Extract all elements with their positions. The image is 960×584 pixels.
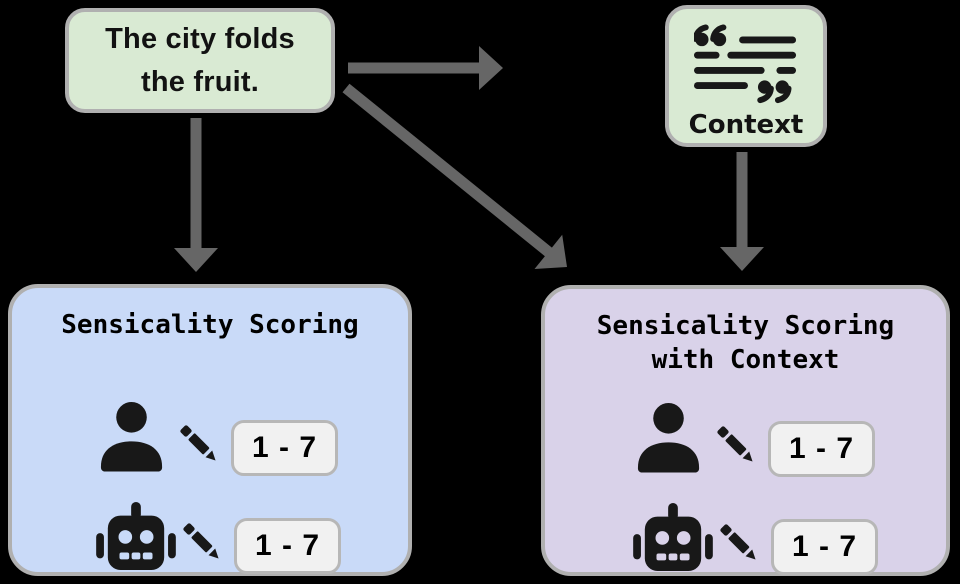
- sensicality-scoring-with-context-panel: Sensicality Scoring with Context 1 - 7: [541, 285, 950, 576]
- quote-text-icon: [694, 24, 797, 104]
- human-rating-row: 1 - 7: [633, 397, 875, 477]
- arrow-sentence-to-scoring: [174, 118, 218, 272]
- arrow-sentence-to-scoring-with-context: [342, 83, 567, 269]
- sentence-text-line1: The city folds: [105, 22, 295, 55]
- panel-title-line1: Sensicality Scoring: [596, 311, 895, 341]
- text-lines: [694, 36, 797, 90]
- person-icon: [100, 402, 163, 472]
- human-rating-row: 1 - 7: [96, 396, 338, 476]
- open-quote-marks: [694, 24, 727, 47]
- panel-title: Sensicality Scoring with Context: [545, 309, 946, 377]
- robot-icon: [633, 503, 713, 571]
- context-label: Context: [688, 110, 804, 140]
- pencil-icon: [720, 524, 756, 560]
- score-range-badge: 1 - 7: [771, 519, 878, 575]
- sentence-text-line2: the fruit.: [141, 65, 259, 98]
- pencil-icon: [717, 426, 753, 462]
- ai-rating-row: 1 - 7: [633, 495, 878, 575]
- person-icon: [637, 403, 700, 473]
- sentence-box: The city folds the fruit.: [65, 8, 335, 113]
- robot-icon: [96, 502, 176, 570]
- close-quote-marks: [757, 80, 792, 104]
- ai-rating-row: 1 - 7: [96, 494, 341, 574]
- arrow-sentence-to-context: [348, 46, 503, 90]
- context-box: Context: [665, 5, 827, 147]
- arrow-context-to-scoring-with-context: [720, 152, 764, 271]
- sensicality-scoring-panel: Sensicality Scoring 1 - 7: [8, 284, 412, 576]
- pencil-icon: [180, 425, 216, 461]
- panel-title: Sensicality Scoring: [61, 310, 359, 340]
- score-range-badge: 1 - 7: [234, 518, 341, 574]
- score-range-badge: 1 - 7: [768, 421, 875, 477]
- pencil-icon: [183, 523, 219, 559]
- panel-title-line2: with Context: [651, 345, 840, 375]
- score-range-badge: 1 - 7: [231, 420, 338, 476]
